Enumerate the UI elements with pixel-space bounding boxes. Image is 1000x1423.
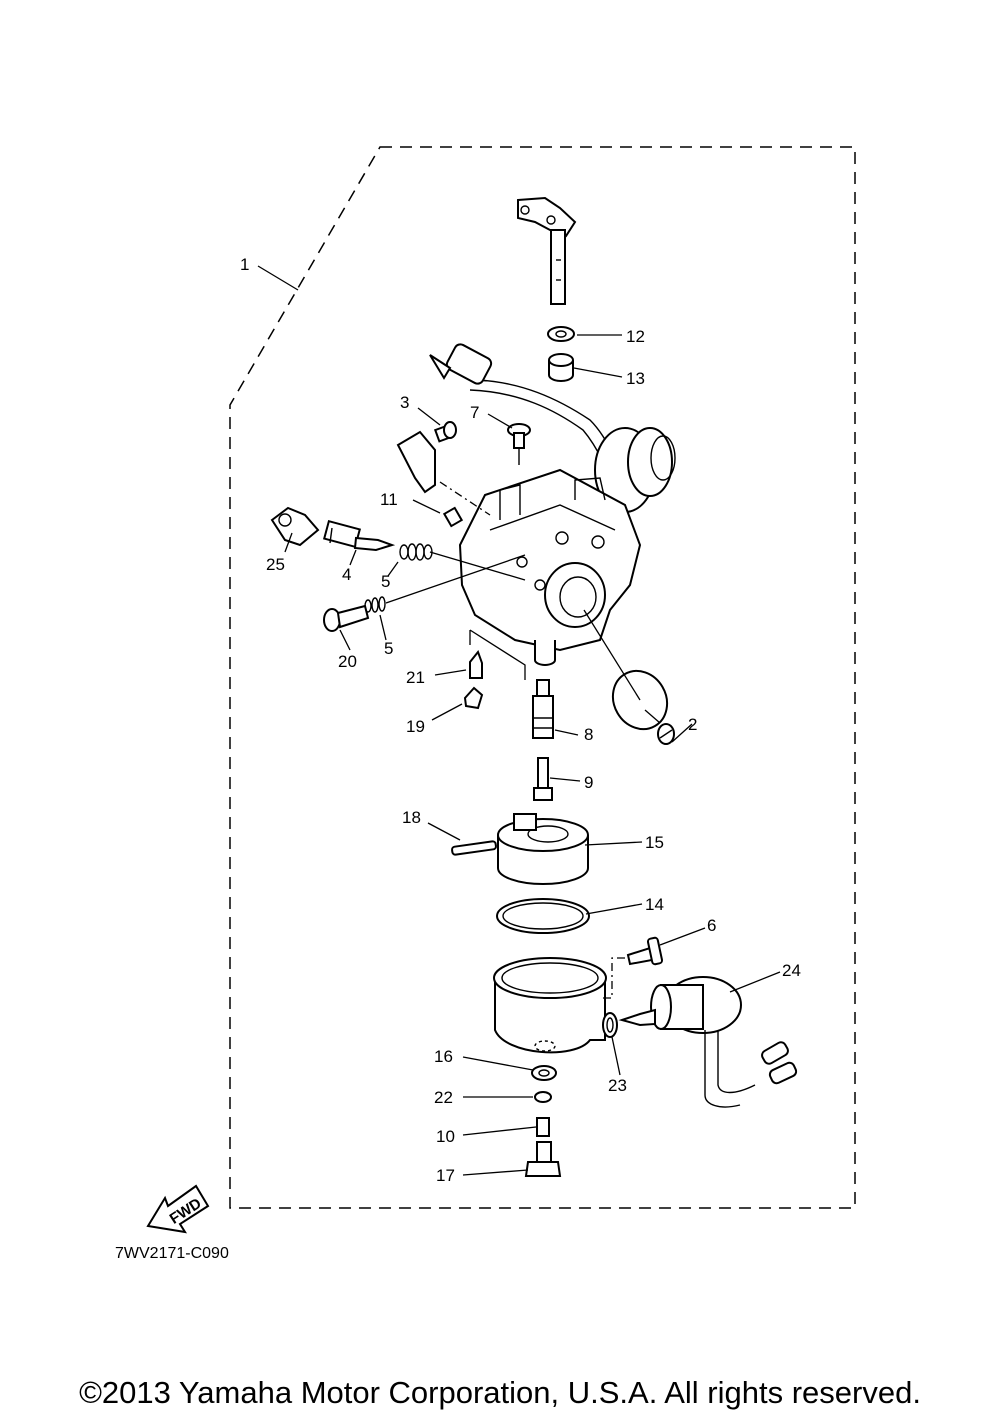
part-12-washer: [547, 326, 575, 342]
callout-3: 3: [400, 393, 409, 412]
part-2-cover: [583, 609, 675, 745]
callout-4: 4: [342, 565, 351, 584]
part-23-oring: [602, 1012, 618, 1038]
callout-25: 25: [266, 555, 285, 574]
part-13-bush: [548, 353, 574, 382]
leader-lines: [257, 265, 781, 1176]
part-9-main-jet: [533, 757, 553, 801]
assembly-boundary: [229, 146, 856, 1209]
callout-1: 1: [240, 255, 249, 274]
callout-12: 12: [626, 327, 645, 346]
callout-5-lower: 5: [384, 639, 393, 658]
part-11-jet: [442, 506, 464, 528]
callout-21: 21: [406, 668, 425, 687]
callout-22: 22: [434, 1088, 453, 1107]
callout-18: 18: [402, 808, 421, 827]
part-22-oring: [534, 1091, 552, 1103]
fwd-arrow-icon: FWD: [146, 1184, 210, 1234]
part-14-gasket: [496, 898, 590, 934]
callout-9: 9: [584, 773, 593, 792]
part-15-float: [497, 813, 589, 885]
part-18-pin: [451, 840, 497, 856]
part-5-spring-upper: [399, 543, 433, 561]
callout-7: 7: [470, 403, 479, 422]
callout-15: 15: [645, 833, 664, 852]
callout-13: 13: [626, 369, 645, 388]
callout-14: 14: [645, 895, 664, 914]
callout-16: 16: [434, 1047, 453, 1066]
throttle-shaft: [517, 196, 577, 305]
part-19-clip: [463, 686, 484, 710]
part-4-pilot-screw: [322, 519, 396, 552]
part-8-main-nozzle: [532, 679, 554, 739]
diagram-part-code: 7WV2171-C090: [115, 1245, 229, 1262]
copyright-notice: ©2013 Yamaha Motor Corporation, U.S.A. A…: [79, 1375, 921, 1410]
part-7-screw: [507, 423, 531, 465]
callout-24: 24: [782, 961, 801, 980]
part-5-spring-lower: [364, 596, 386, 613]
callout-5-upper: 5: [381, 572, 390, 591]
part-17-drain-bolt: [524, 1141, 562, 1177]
part-24-solenoid: [618, 976, 798, 1108]
carburetor-body: [429, 343, 676, 666]
callout-8: 8: [584, 725, 593, 744]
callout-labels: 1 2 3 4 5 5 6 7 8 9 10 11 12 13 14 15 16…: [240, 255, 801, 1185]
part-6-screw: [626, 936, 664, 966]
callout-6: 6: [707, 916, 716, 935]
part-10-jet: [536, 1117, 550, 1137]
cover-plate: [396, 430, 436, 494]
callout-17: 17: [436, 1166, 455, 1185]
float-chamber: [493, 957, 628, 1054]
part-21-float-needle: [469, 649, 483, 679]
callout-19: 19: [406, 717, 425, 736]
part-3-screw: [433, 421, 457, 443]
part-20-screw: [323, 604, 370, 632]
callout-23: 23: [608, 1076, 627, 1095]
callout-10: 10: [436, 1127, 455, 1146]
callout-11: 11: [380, 490, 398, 509]
part-16-washer: [531, 1065, 557, 1081]
part-25-cap: [270, 506, 320, 547]
callout-20: 20: [338, 652, 357, 671]
callout-2: 2: [688, 715, 697, 734]
